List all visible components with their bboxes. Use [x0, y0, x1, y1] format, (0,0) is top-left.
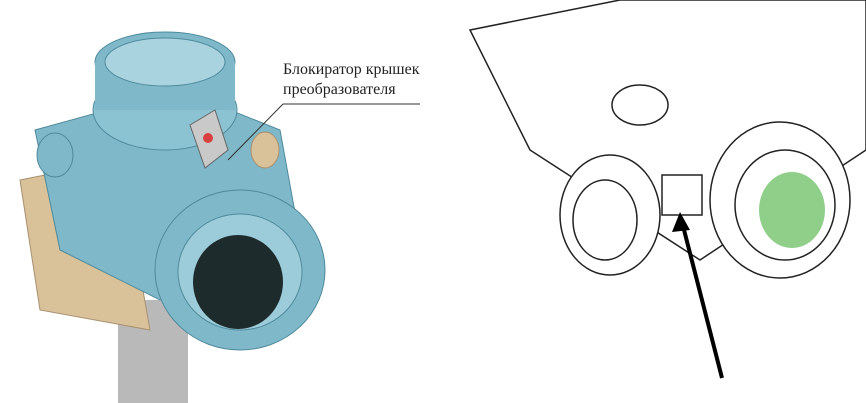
callout-label: Блокиратор крышек преобразователя — [283, 60, 419, 100]
display-window — [759, 172, 825, 248]
lock-screw-icon — [203, 133, 213, 143]
arrow-head-icon — [672, 212, 690, 232]
top-plug — [611, 84, 669, 126]
callout-leader — [227, 103, 284, 161]
cover-lock — [661, 174, 703, 216]
callout-label-line1: Блокиратор крышек — [283, 61, 420, 78]
display-window — [193, 235, 283, 329]
callout-label-line2: преобразователя — [283, 81, 396, 98]
pointer-arrow — [680, 221, 724, 379]
